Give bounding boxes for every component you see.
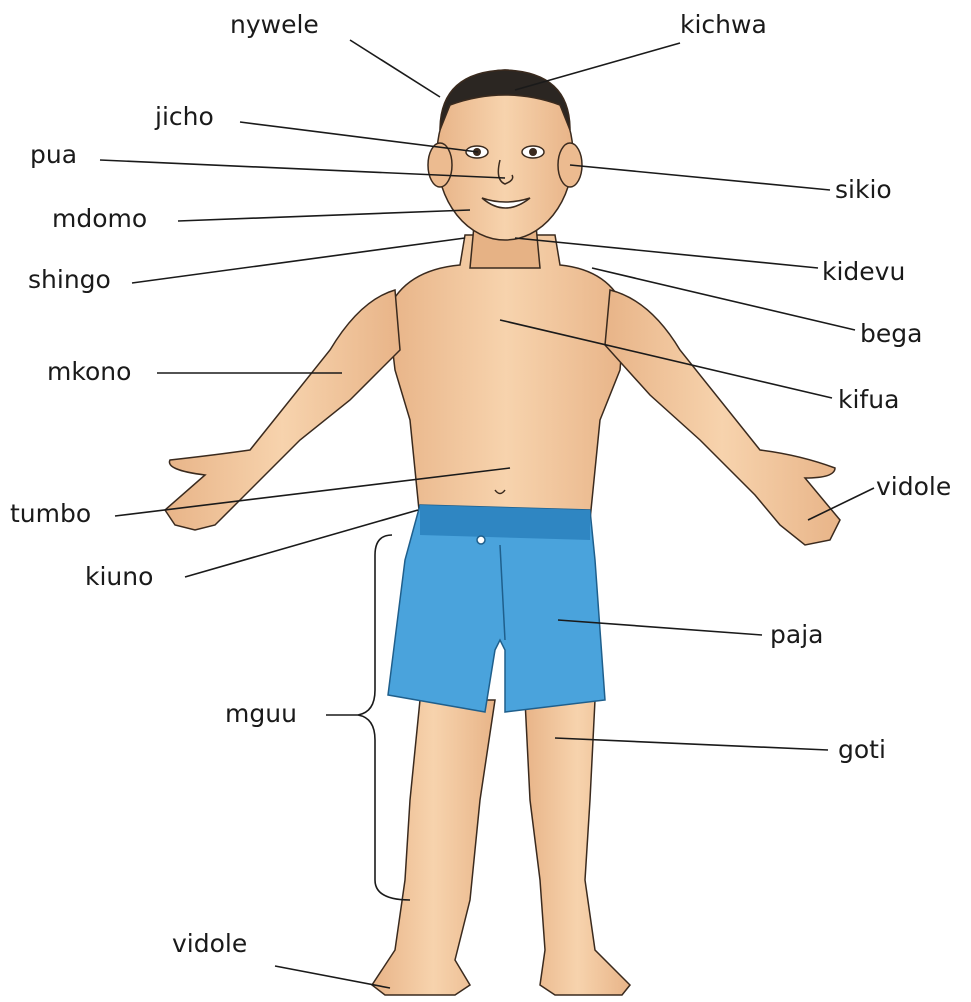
label-shingo: shingo bbox=[28, 265, 111, 294]
shorts-button bbox=[477, 536, 485, 544]
label-kiuno: kiuno bbox=[85, 562, 153, 591]
label-pua: pua bbox=[30, 140, 77, 169]
leader-shingo bbox=[132, 238, 465, 283]
label-kichwa: kichwa bbox=[680, 10, 767, 39]
leader-nywele bbox=[350, 40, 440, 97]
label-tumbo: tumbo bbox=[10, 499, 91, 528]
right-arm bbox=[605, 290, 840, 545]
label-jicho: jicho bbox=[154, 102, 214, 131]
leader-kichwa bbox=[515, 43, 680, 90]
label-goti: goti bbox=[838, 735, 886, 764]
label-bega: bega bbox=[860, 319, 922, 348]
left-arm bbox=[165, 290, 400, 530]
label-kifua: kifua bbox=[838, 385, 899, 414]
leader-mdomo bbox=[178, 210, 470, 221]
label-kidevu: kidevu bbox=[822, 257, 905, 286]
left-ear bbox=[428, 143, 452, 187]
left-leg bbox=[372, 700, 495, 995]
torso bbox=[388, 235, 625, 520]
right-leg bbox=[525, 700, 630, 995]
label-mguu: mguu bbox=[225, 699, 297, 728]
leader-vidole-foot bbox=[275, 966, 390, 988]
label-mdomo: mdomo bbox=[52, 204, 147, 233]
leader-goti bbox=[555, 738, 828, 750]
label-mkono: mkono bbox=[47, 357, 131, 386]
label-paja: paja bbox=[770, 620, 823, 649]
label-sikio: sikio bbox=[835, 175, 892, 204]
label-nywele: nywele bbox=[230, 10, 319, 39]
label-vidole-foot: vidole bbox=[172, 929, 247, 958]
boy-illustration bbox=[165, 70, 840, 995]
leader-sikio bbox=[570, 165, 830, 190]
label-vidole-hand: vidole bbox=[876, 472, 951, 501]
